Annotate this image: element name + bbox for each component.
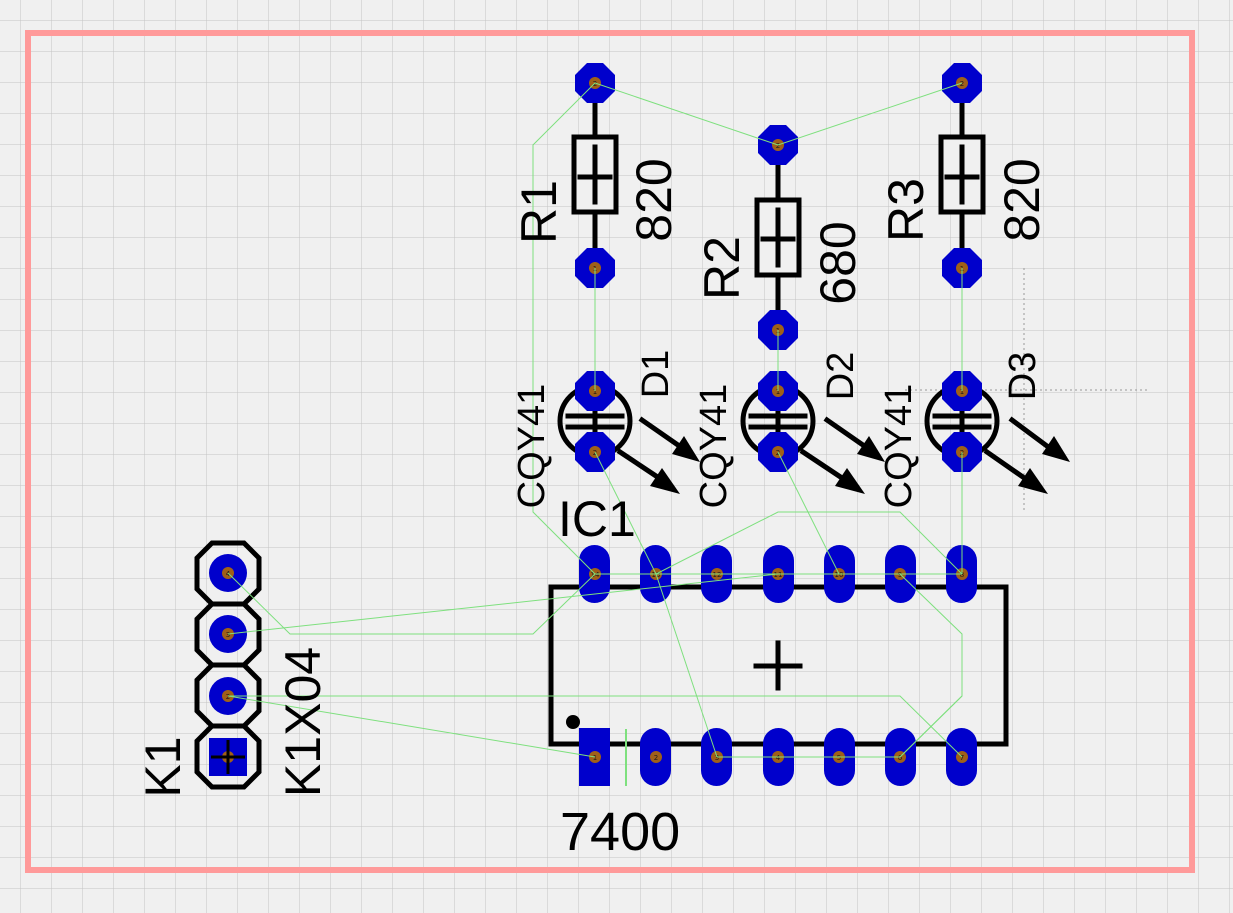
r2-value-label: 680: [810, 221, 866, 304]
ic1-ref-label: IC1: [558, 491, 636, 547]
board-outline: [25, 30, 1195, 873]
svg-text:1: 1: [593, 754, 597, 762]
r2-ref-label: R2: [694, 236, 750, 300]
svg-text:9: 9: [898, 571, 902, 579]
resistor-r3-outline: [938, 80, 986, 271]
svg-text:2: 2: [776, 142, 780, 150]
d3-value-label: CQY41: [878, 384, 920, 509]
r1-ref-label: R1: [511, 180, 567, 244]
k1-ref-label: K1: [135, 736, 191, 797]
r3-ref-label: R3: [878, 178, 934, 242]
svg-text:10: 10: [835, 571, 844, 579]
svg-text:6: 6: [898, 754, 903, 762]
ratsnest-lines: [227, 82, 963, 758]
resistor-r2-outline: [754, 142, 802, 333]
svg-text:4: 4: [226, 570, 231, 578]
svg-text:4: 4: [776, 754, 781, 762]
svg-text:2: 2: [654, 754, 658, 762]
svg-text:7: 7: [960, 754, 964, 762]
d1-ref-label: D1: [635, 350, 677, 399]
svg-text:1: 1: [593, 388, 597, 396]
svg-text:3: 3: [715, 754, 719, 762]
ic1-pin1-marker: [566, 715, 580, 729]
k1-value-label: K1X04: [275, 647, 331, 797]
svg-text:1: 1: [960, 388, 964, 396]
pads-layer: [209, 63, 982, 786]
led-arrowheads: [650, 436, 1070, 494]
svg-text:1: 1: [776, 388, 780, 396]
svg-text:14: 14: [591, 571, 600, 579]
k1-pin1-cross: [211, 740, 245, 774]
svg-text:2: 2: [593, 80, 597, 88]
r1-value-label: 820: [626, 158, 682, 241]
svg-text:2: 2: [960, 80, 964, 88]
svg-text:11: 11: [774, 571, 783, 579]
svg-text:3: 3: [226, 631, 230, 639]
d2-ref-label: D2: [820, 352, 862, 401]
d1-value-label: CQY41: [511, 384, 553, 509]
resistor-r1-outline: [571, 80, 619, 271]
ic1-value-label: 7400: [560, 802, 680, 862]
connector-k1-outline: [194, 540, 262, 790]
svg-text:5: 5: [837, 754, 841, 762]
svg-text:12: 12: [713, 571, 722, 579]
svg-text:2: 2: [226, 693, 230, 701]
r3-value-label: 820: [994, 158, 1050, 241]
component-labels: R1 820 R2 680 R3 820 D1 CQY41 D2 CQY41 D…: [135, 158, 1050, 862]
d3-ref-label: D3: [1002, 352, 1044, 401]
d2-value-label: CQY41: [693, 384, 735, 509]
svg-text:8: 8: [960, 571, 964, 579]
